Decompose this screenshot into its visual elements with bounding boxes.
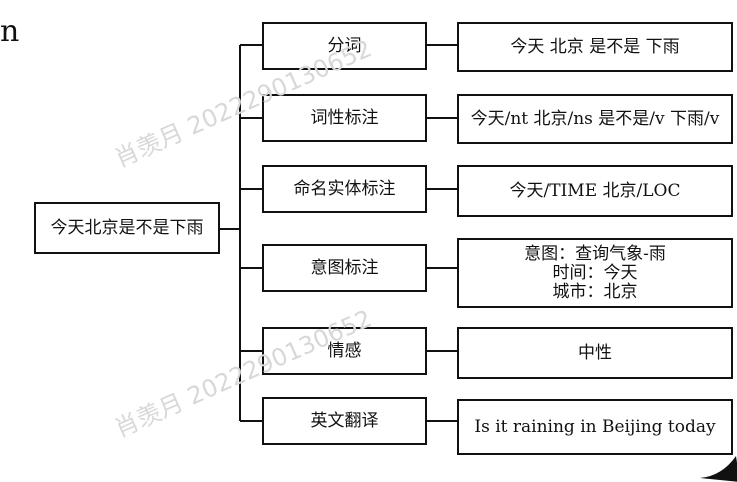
result-box-segmentation: 今天 北京 是不是 下雨 (457, 22, 733, 72)
task-label: 意图标注 (310, 258, 379, 278)
task-box-translation: 英文翻译 (262, 397, 427, 445)
result-text: 今天 北京 是不是 下雨 (510, 37, 680, 57)
task-label: 词性标注 (310, 108, 379, 128)
root-sentence-box: 今天北京是不是下雨 (34, 202, 220, 254)
task-label: 命名实体标注 (293, 179, 396, 199)
result-text: 城市：北京 (552, 281, 638, 302)
result-text: Is it raining in Beijing today (474, 417, 716, 437)
result-text: 今天/nt 北京/ns 是不是/v 下雨/v (470, 109, 720, 129)
task-label: 英文翻译 (310, 411, 379, 431)
task-label: 分词 (327, 36, 362, 56)
result-box-translation: Is it raining in Beijing today (457, 399, 733, 455)
result-text: 今天/TIME 北京/LOC (509, 181, 681, 201)
root-sentence-label: 今天北京是不是下雨 (50, 218, 204, 238)
task-box-pos-tagging: 词性标注 (262, 94, 427, 142)
result-box-pos-tagging: 今天/nt 北京/ns 是不是/v 下雨/v (457, 94, 733, 144)
result-text: 意图：查询气象-雨 (524, 243, 666, 264)
result-box-sentiment: 中性 (457, 327, 733, 379)
task-box-ner: 命名实体标注 (262, 165, 427, 213)
result-text: 时间：今天 (552, 262, 638, 283)
page-curl-shape (700, 456, 737, 482)
result-text: 中性 (578, 343, 612, 363)
task-box-intent: 意图标注 (262, 244, 427, 292)
result-box-ner: 今天/TIME 北京/LOC (457, 165, 733, 217)
stray-letter: n (0, 14, 20, 49)
task-box-sentiment: 情感 (262, 327, 427, 375)
result-box-intent: 意图：查询气象-雨 时间：今天 城市：北京 (457, 238, 733, 308)
task-label: 情感 (327, 341, 362, 361)
task-box-segmentation: 分词 (262, 22, 427, 70)
